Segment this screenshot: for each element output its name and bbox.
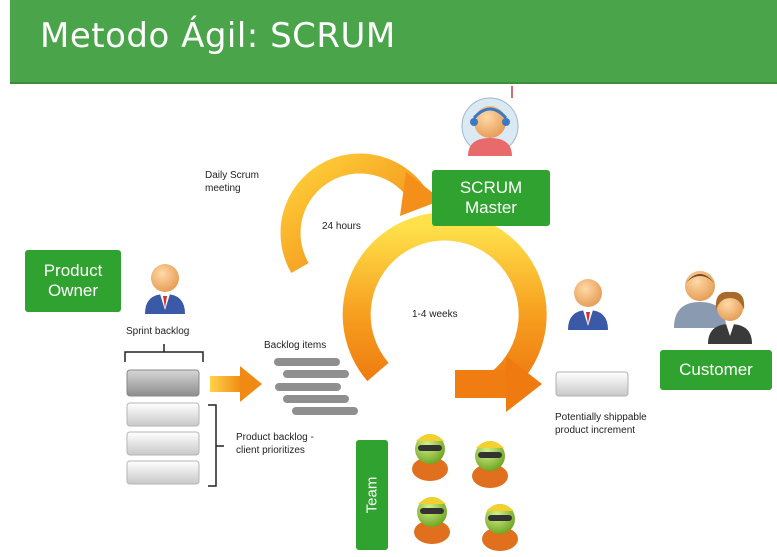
- product-owner-box: Product Owner: [25, 250, 121, 312]
- backlog-items: [274, 358, 358, 415]
- customer-box: Customer: [660, 350, 772, 390]
- backlog-items-label: Backlog items: [264, 340, 327, 351]
- weeks-label: 1-4 weeks: [412, 309, 458, 320]
- scrum-master-box: SCRUM Master: [432, 170, 550, 226]
- sprint-backlog-label: Sprint backlog: [126, 326, 190, 337]
- product-backlog-bracket: [208, 404, 224, 487]
- scrum-master-icon: [461, 86, 519, 156]
- slide-title: Metodo Ágil: SCRUM: [40, 16, 396, 56]
- backlog-stack: [126, 369, 200, 485]
- increment-label: Potentially shippable product increment: [555, 412, 647, 436]
- hours-label: 24 hours: [322, 221, 361, 232]
- product-increment: [555, 371, 629, 397]
- person-icon: [568, 279, 608, 330]
- product-backlog-label: Product backlog - client prioritizes: [236, 432, 314, 456]
- team-member-icon: [472, 441, 508, 488]
- sprint-backlog-bracket: [124, 344, 204, 362]
- team-box: Team: [356, 440, 388, 550]
- team-label: Team: [363, 476, 380, 514]
- slide-header: Metodo Ágil: SCRUM: [10, 0, 777, 84]
- backlog-arrow: [210, 366, 262, 402]
- team-member-icon: [412, 434, 448, 481]
- customer-icon: [674, 271, 726, 328]
- daily-cycle: [280, 153, 442, 274]
- daily-scrum-label: Daily Scrum meeting: [205, 170, 259, 194]
- team-member-icon: [414, 497, 450, 544]
- person-icon: [145, 264, 185, 314]
- customer-icon: [708, 291, 752, 344]
- team-member-icon: [482, 504, 518, 551]
- sprint-cycle: [342, 212, 547, 412]
